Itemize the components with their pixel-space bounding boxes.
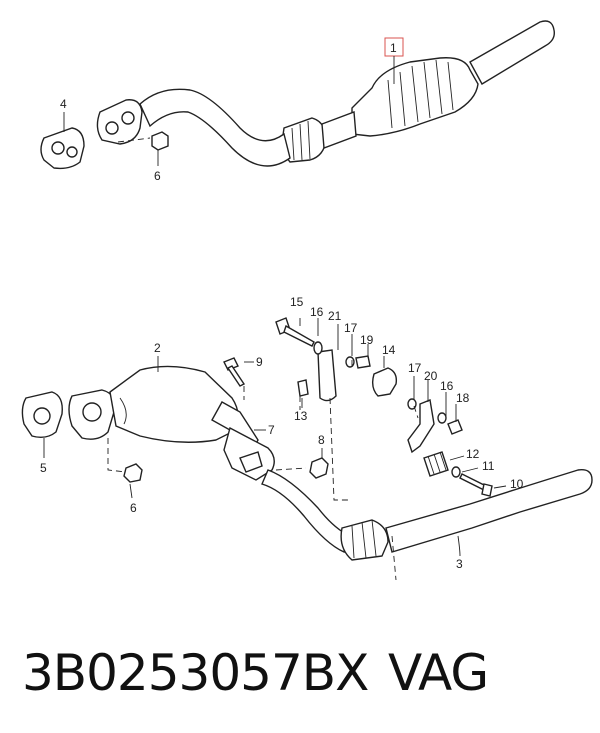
exhaust-parts-diagram: 1 4 6 2 9 7 5 6 8 13 15 16 21 17 19 14 1…: [21, 20, 593, 581]
callout-5: 5: [40, 461, 47, 475]
callout-2: 2: [154, 341, 161, 355]
callout-17-right: 17: [408, 361, 422, 375]
callout-4: 4: [60, 97, 67, 111]
callout-21: 21: [328, 309, 342, 323]
callout-17-left: 17: [344, 321, 358, 335]
callout-11: 11: [482, 459, 495, 473]
callout-14: 14: [382, 343, 396, 357]
callout-13: 13: [294, 409, 308, 423]
part-number: 3B0253057BX: [22, 644, 369, 702]
callout-16-right: 16: [440, 379, 454, 393]
callout-12: 12: [466, 447, 480, 461]
callout-10: 10: [510, 477, 524, 491]
callout-6-bottom: 6: [130, 501, 137, 515]
callout-7: 7: [268, 423, 275, 437]
bottom-assembly: [21, 317, 593, 581]
callout-9: 9: [256, 355, 263, 369]
top-assembly: [40, 20, 555, 170]
callout-16-left: 16: [310, 305, 324, 319]
callout-15: 15: [290, 295, 304, 309]
callout-19: 19: [360, 333, 374, 347]
callout-labels: 1 4 6 2 9 7 5 6 8 13 15 16 21 17 19 14 1…: [40, 41, 524, 571]
callout-20: 20: [424, 369, 438, 383]
brand-name: VAG: [388, 644, 489, 702]
callout-18: 18: [456, 391, 470, 405]
callout-3: 3: [456, 557, 463, 571]
callout-1: 1: [390, 41, 397, 55]
callout-8: 8: [318, 433, 325, 447]
callout-6-top: 6: [154, 169, 161, 183]
